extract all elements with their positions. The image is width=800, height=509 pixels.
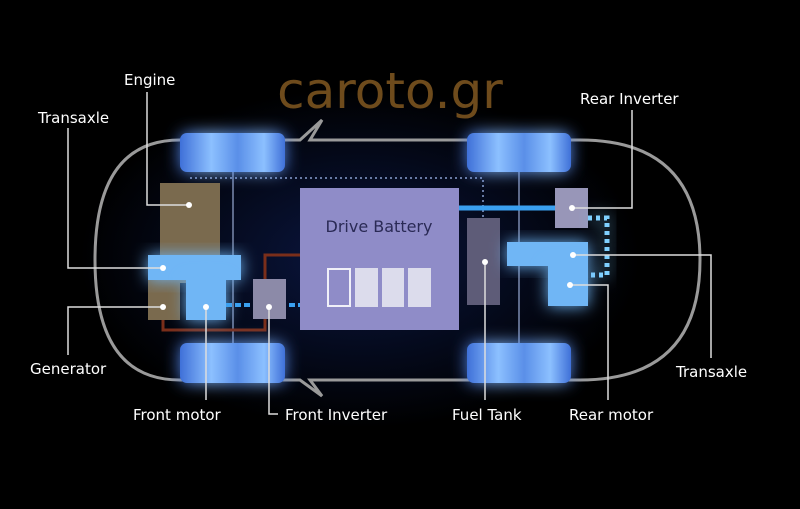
- label-front-inverter: Front Inverter: [285, 406, 388, 424]
- label-engine: Engine: [124, 71, 175, 89]
- label-transaxle-front: Transaxle: [37, 109, 109, 127]
- watermark: caroto.gr: [277, 62, 503, 120]
- label-fuel-tank: Fuel Tank: [452, 406, 522, 424]
- label-transaxle-rear: Transaxle: [675, 363, 747, 381]
- rear-transaxle-block: [507, 242, 588, 266]
- wheel-rear-right: [467, 343, 571, 383]
- wheel-front-left: [180, 133, 285, 172]
- rear-motor-connection: [588, 215, 610, 278]
- generator-block: [148, 278, 180, 320]
- battery-cell: [382, 268, 404, 307]
- battery-cell: [355, 268, 378, 307]
- label-rear-inverter: Rear Inverter: [580, 90, 679, 108]
- wheel-rear-left: [467, 133, 571, 172]
- label-front-motor: Front motor: [133, 406, 222, 424]
- generator-wire: [161, 253, 300, 332]
- label-rear-motor: Rear motor: [569, 406, 654, 424]
- battery-cell: [408, 268, 431, 307]
- label-generator: Generator: [30, 360, 107, 378]
- leader-lines: [67, 92, 712, 415]
- drive-battery-block: [300, 188, 459, 330]
- battery-title: Drive Battery: [326, 217, 433, 236]
- battery-cell: [327, 268, 351, 307]
- car-body-outline: [93, 118, 702, 398]
